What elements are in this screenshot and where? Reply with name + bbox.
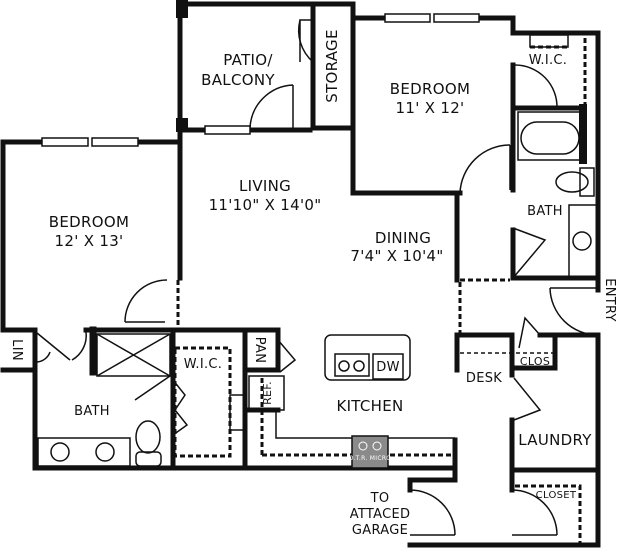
bedroom-2-size: 11' X 12': [396, 99, 465, 117]
corner-blocks: [176, 0, 188, 132]
patio-label: PATIO/: [223, 51, 273, 69]
garage-label-3: GARAGE: [352, 523, 408, 538]
laundry-label: LAUNDRY: [518, 431, 592, 449]
range-label: O.T.R. MICRO: [349, 455, 392, 462]
wic-2-label: W.I.C.: [529, 53, 567, 68]
clos-label: CLOS: [520, 355, 550, 368]
bath-1-label: BATH: [74, 404, 110, 419]
dishwasher-label: DW: [376, 360, 399, 375]
storage-label: STORAGE: [323, 29, 341, 103]
entry-label: ENTRY: [602, 278, 617, 322]
kitchen-label: KITCHEN: [336, 397, 403, 415]
thin-lines: [36, 19, 599, 536]
refrigerator-label: REF.: [261, 381, 274, 405]
bedroom-1-name: BEDROOM: [49, 213, 129, 231]
bedroom-2-name: BEDROOM: [390, 80, 470, 98]
walls: [0, 1, 601, 548]
pantry-label: PAN: [252, 337, 267, 364]
closet-label: CLOSET: [536, 490, 577, 501]
garage-label-2: ATTACED: [350, 507, 411, 522]
living-size: 11'10" X 14'0": [209, 196, 322, 214]
bedroom-1-size: 12' X 13': [55, 232, 124, 250]
dining-name: DINING: [375, 229, 431, 247]
wic-1-label: W.I.C.: [184, 357, 222, 372]
desk-label: DESK: [466, 371, 502, 386]
patio-label-2: BALCONY: [201, 71, 275, 89]
living-name: LIVING: [239, 177, 291, 195]
bath-2-label: BATH: [527, 204, 563, 219]
dining-size: 7'4" X 10'4": [350, 247, 443, 265]
linen-label: LIN: [9, 339, 24, 361]
stove: [351, 435, 389, 469]
windows: [41, 13, 480, 147]
garage-label-1: TO: [370, 491, 390, 506]
